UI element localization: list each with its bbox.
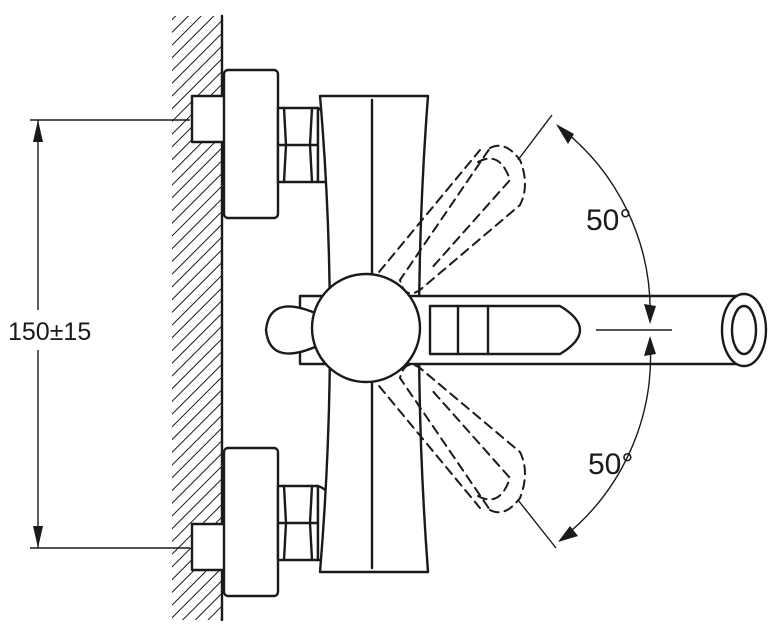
handle-position-lower bbox=[359, 362, 526, 514]
dimension-arrow-bottom bbox=[33, 526, 43, 548]
lower-escutcheon bbox=[222, 446, 280, 598]
spout-outlet bbox=[720, 292, 768, 368]
upper-arc-arrow-start bbox=[556, 124, 574, 144]
upper-arc-arrow-end bbox=[644, 304, 656, 324]
upper-escutcheon bbox=[222, 68, 280, 220]
spout-tip bbox=[264, 305, 328, 355]
spout-slot bbox=[428, 304, 581, 356]
lower-arc-arrow-start bbox=[644, 336, 656, 356]
angle-annotation: 50° 50° bbox=[517, 114, 672, 549]
upper-angle-extension bbox=[517, 114, 553, 161]
handle-knob bbox=[310, 272, 422, 384]
dimension-arrow-top bbox=[33, 120, 43, 142]
spacing-label: 150±15 bbox=[8, 318, 91, 346]
lower-arc-arrow-end bbox=[558, 526, 578, 542]
upper-wall-fitting bbox=[190, 94, 228, 144]
spacing-dimension: 150±15 bbox=[8, 119, 190, 549]
lower-angle-extension bbox=[517, 499, 557, 549]
upper-angle-arc bbox=[557, 125, 651, 321]
lower-wall-fitting bbox=[190, 522, 228, 572]
lower-angle-label: 50° bbox=[588, 448, 633, 481]
lower-angle-arc bbox=[559, 339, 652, 541]
upper-angle-label: 50° bbox=[586, 204, 631, 237]
